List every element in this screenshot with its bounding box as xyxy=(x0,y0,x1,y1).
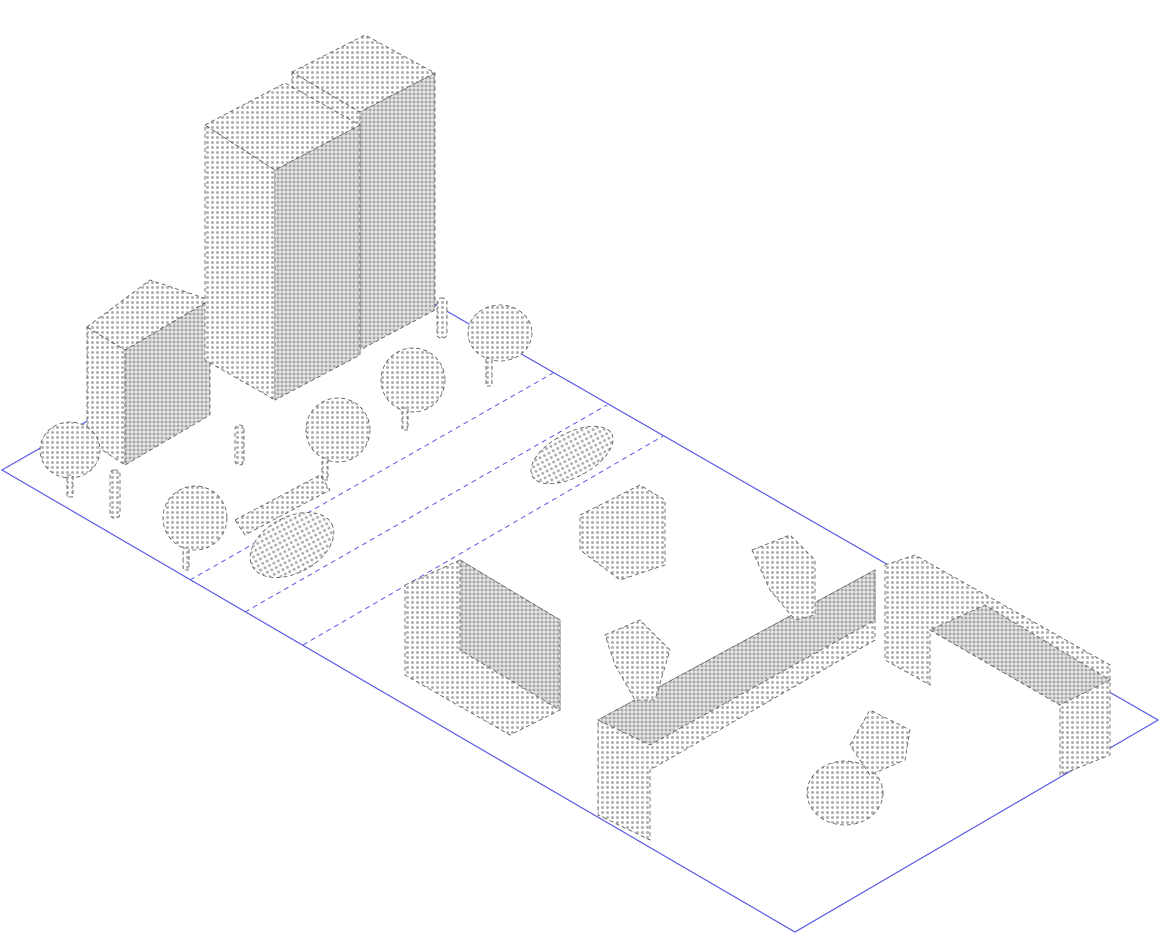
object-shape xyxy=(204,82,361,171)
tree xyxy=(305,397,371,481)
shelving-rack xyxy=(404,559,561,736)
person xyxy=(436,297,448,339)
object-shape xyxy=(66,474,74,498)
object-shape xyxy=(274,124,361,401)
object-shape xyxy=(359,72,436,351)
vehicles xyxy=(234,425,666,581)
object-shape xyxy=(751,534,816,621)
object-shape xyxy=(467,304,533,362)
conveyor xyxy=(884,554,1111,776)
person xyxy=(234,424,245,466)
tree xyxy=(467,304,533,387)
object-shape xyxy=(204,124,276,401)
object-shape xyxy=(579,484,666,581)
production-line xyxy=(597,534,1111,841)
object-shape xyxy=(530,425,614,485)
object-shape xyxy=(380,347,446,413)
building-small xyxy=(86,279,211,466)
object-shape xyxy=(39,421,101,479)
object-shape xyxy=(401,407,409,431)
object-shape xyxy=(305,397,371,463)
object-shape xyxy=(234,474,331,536)
zone-divider xyxy=(244,404,608,613)
person xyxy=(109,469,121,519)
mobile-robot xyxy=(806,709,911,826)
object-shape xyxy=(321,457,329,481)
tree xyxy=(162,485,228,571)
object-shape xyxy=(182,547,190,571)
forklift xyxy=(234,474,335,578)
object-shape xyxy=(291,34,436,113)
robot-arm xyxy=(751,534,816,621)
object-shape xyxy=(249,512,335,578)
forklift xyxy=(579,484,666,581)
people xyxy=(109,297,448,519)
object-shape xyxy=(162,485,228,551)
tree xyxy=(39,421,101,498)
zone-divider xyxy=(302,435,664,646)
object-shape xyxy=(849,709,911,776)
object-shape xyxy=(485,357,493,387)
object-shape xyxy=(604,619,671,701)
trees xyxy=(39,304,533,571)
building-tall-front xyxy=(204,82,361,401)
object-shape xyxy=(806,760,884,826)
tree xyxy=(380,347,446,431)
object-shape xyxy=(459,559,561,711)
object-shape xyxy=(929,604,1111,706)
zone-divider xyxy=(189,372,554,581)
car xyxy=(530,425,614,485)
robot-arm xyxy=(604,619,671,701)
